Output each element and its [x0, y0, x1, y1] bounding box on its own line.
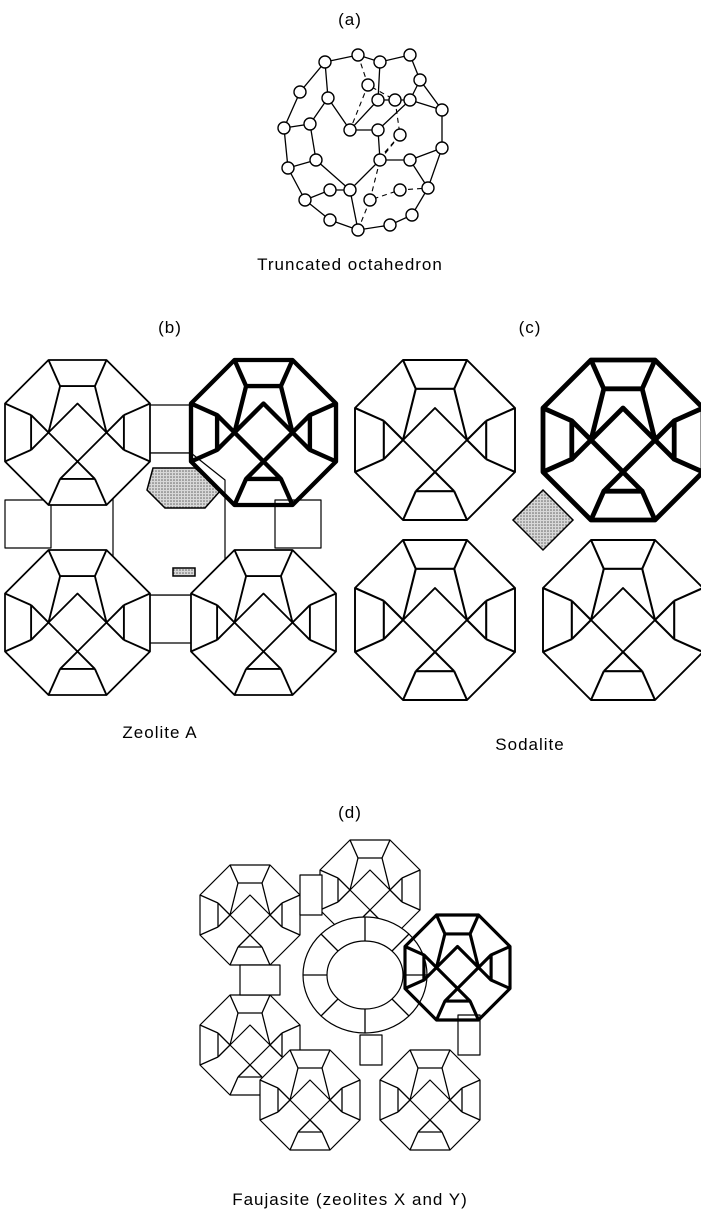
zeolite-a-diagram — [5, 350, 335, 720]
panel-b-caption: Zeolite A — [60, 723, 260, 743]
panel-b-label: (b) — [150, 318, 190, 338]
panel-c-caption: Sodalite — [430, 735, 630, 755]
panel-d-label: (d) — [330, 803, 370, 823]
truncated-octahedron-diagram — [270, 40, 450, 240]
panel-a-label: (a) — [330, 10, 370, 30]
faujasite-diagram — [180, 835, 550, 1155]
shaded-face — [513, 490, 573, 550]
panel-c-label: (c) — [510, 318, 550, 338]
panel-d-caption: Faujasite (zeolites X and Y) — [150, 1190, 550, 1210]
panel-a-caption: Truncated octahedron — [200, 255, 500, 275]
atoms — [278, 49, 448, 236]
sodalite-diagram — [355, 350, 700, 720]
